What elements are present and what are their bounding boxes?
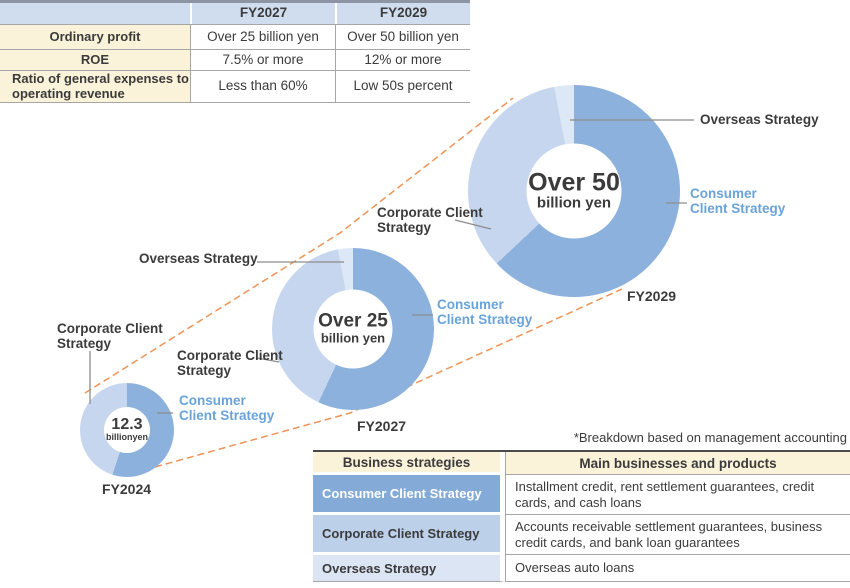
products-cell-overseas: Overseas auto loans <box>505 555 850 582</box>
donut-chart-fy2024: 12.3 billionyen <box>80 383 174 477</box>
segment-label-consumer-fy2024: Consumer Client Strategy <box>179 393 275 423</box>
strategy-cell-overseas: Overseas Strategy <box>313 555 505 582</box>
segment-label-consumer-fy2027: Consumer Client Strategy <box>437 297 533 327</box>
kpi-value-ordinary-profit-fy2029: Over 50 billion yen <box>335 24 470 49</box>
kpi-corner-cell <box>0 3 190 24</box>
kpi-value-roe-fy2029: 12% or more <box>335 49 470 70</box>
period-label-fy2027: FY2027 <box>357 418 407 434</box>
donut-chart-fy2029: Over 50 billion yen <box>468 85 680 297</box>
kpi-col-header-fy2029: FY2029 <box>335 3 470 24</box>
strategy-table-header-products: Main businesses and products <box>505 452 850 475</box>
donut-center-unit-fy2024: billionyen <box>105 432 148 443</box>
donut-center-value-fy2029: Over 50 <box>528 168 620 197</box>
kpi-col-header-fy2027: FY2027 <box>190 3 335 24</box>
breakdown-footnote: *Breakdown based on management accountin… <box>573 430 847 445</box>
strategy-cell-corporate: Corporate Client Strategy <box>313 515 505 555</box>
strategy-table-header-strategies: Business strategies <box>313 452 505 475</box>
kpi-value-expense-ratio-fy2029: Low 50s percent <box>335 70 470 102</box>
strategy-description-table: Business strategies Main businesses and … <box>313 450 850 582</box>
segment-label-overseas-fy2027: Overseas Strategy <box>139 251 258 266</box>
segment-label-corporate-fy2024: Corporate Client Strategy <box>57 321 163 351</box>
donut-center-unit-fy2029: billion yen <box>536 194 612 212</box>
donut-center-fy2027: Over 25 billion yen <box>313 289 393 369</box>
segment-label-overseas-fy2029: Overseas Strategy <box>700 112 819 127</box>
kpi-value-ordinary-profit-fy2027: Over 25 billion yen <box>190 24 335 49</box>
period-label-fy2024: FY2024 <box>102 481 152 497</box>
donut-center-unit-fy2027: billion yen <box>320 330 386 346</box>
segment-label-corporate-fy2029: Corporate Client Strategy <box>377 205 483 235</box>
kpi-row-label-expense-ratio: Ratio of general expenses to operating r… <box>0 70 190 102</box>
donut-center-value-fy2024: 12.3 <box>111 415 143 433</box>
donut-chart-fy2027: Over 25 billion yen <box>272 248 434 410</box>
donut-center-fy2029: Over 50 billion yen <box>526 143 622 239</box>
products-cell-corporate: Accounts receivable settlement guarantee… <box>505 515 850 555</box>
kpi-row-label-roe: ROE <box>0 49 190 70</box>
segment-label-consumer-fy2029: Consumer Client Strategy <box>690 186 786 216</box>
strategy-cell-consumer: Consumer Client Strategy <box>313 475 505 515</box>
kpi-target-table: FY2027 FY2029 Ordinary profit Over 25 bi… <box>0 0 470 103</box>
kpi-value-expense-ratio-fy2027: Less than 60% <box>190 70 335 102</box>
donut-center-fy2024: 12.3 billionyen <box>104 407 150 453</box>
donut-center-value-fy2027: Over 25 <box>318 310 388 332</box>
kpi-value-roe-fy2027: 7.5% or more <box>190 49 335 70</box>
period-label-fy2029: FY2029 <box>627 288 677 304</box>
kpi-row-label-ordinary-profit: Ordinary profit <box>0 24 190 49</box>
segment-label-corporate-fy2027: Corporate Client Strategy <box>177 348 283 378</box>
products-cell-consumer: Installment credit, rent settlement guar… <box>505 475 850 515</box>
